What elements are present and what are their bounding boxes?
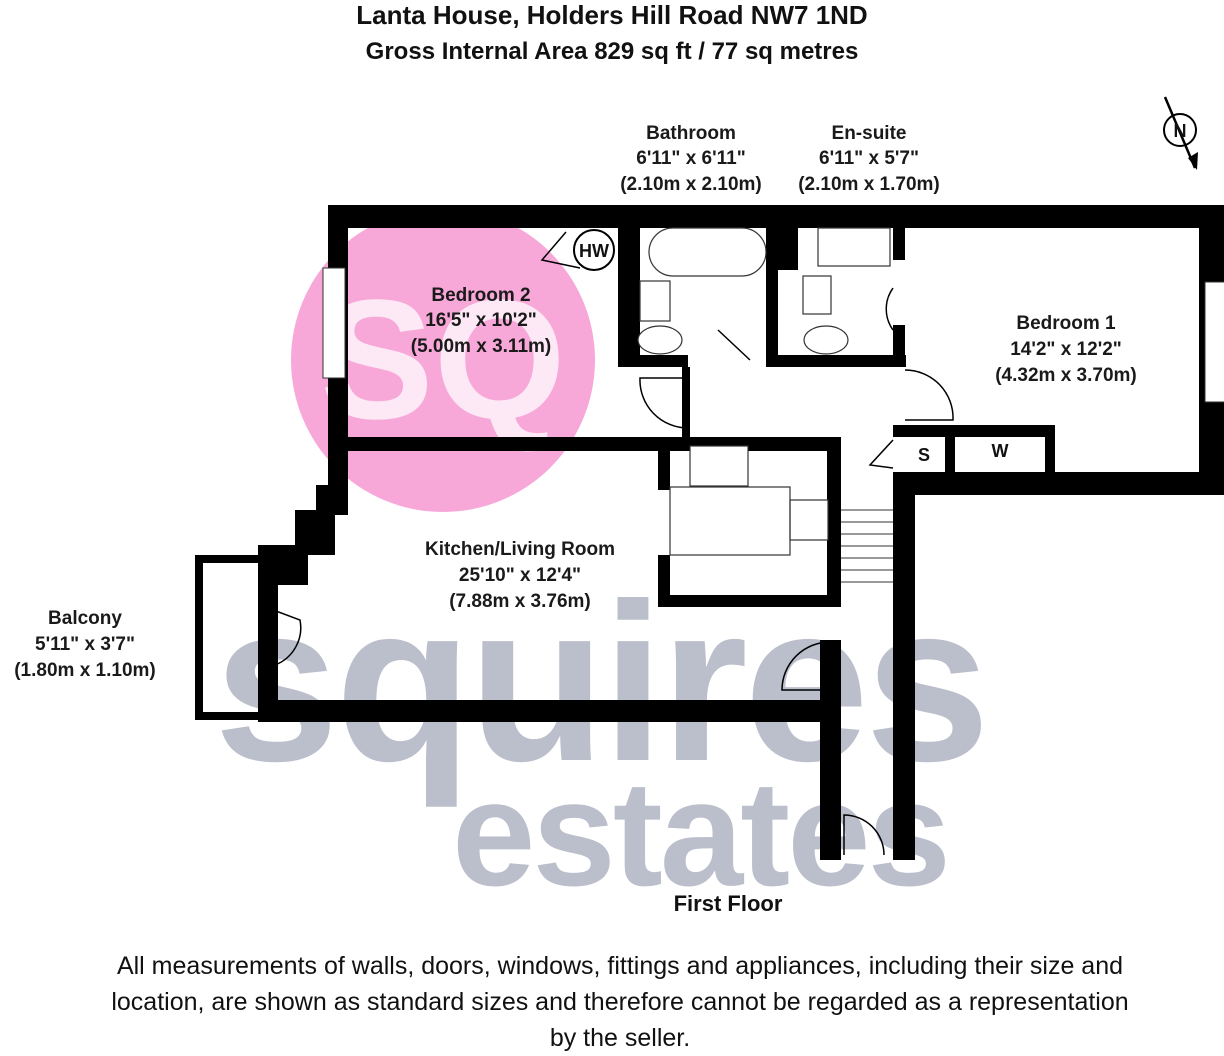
svg-text:16'5" x 10'2": 16'5" x 10'2" xyxy=(425,310,537,331)
wall-kitchen-inner xyxy=(658,440,670,490)
wall-unit-bottom xyxy=(658,595,833,607)
bath-toilet xyxy=(637,325,683,355)
hw-label: HW xyxy=(579,241,609,261)
compass-letter: N xyxy=(1174,121,1187,141)
door-ensuite xyxy=(885,287,894,331)
svg-text:Bedroom 2: Bedroom 2 xyxy=(431,285,530,306)
door-bathroom xyxy=(717,329,751,361)
svg-text:Bathroom: Bathroom xyxy=(646,123,736,144)
wall-balcony-bottom xyxy=(195,712,265,720)
wall-kitchen-right-lower xyxy=(820,640,841,710)
floor-label: First Floor xyxy=(673,891,783,916)
compass: N xyxy=(1163,96,1198,170)
door-balcony xyxy=(259,604,302,666)
window-bed1 xyxy=(1204,281,1224,403)
shower-tray xyxy=(817,227,891,267)
doors xyxy=(259,231,954,856)
label-balcony: Balcony 5'11" x 3'7" (1.80m x 1.10m) xyxy=(14,608,156,681)
label-bedroom-1: Bedroom 1 14'2" x 12'2" (4.32m x 3.70m) xyxy=(995,313,1137,386)
svg-text:(2.10m x 1.70m): (2.10m x 1.70m) xyxy=(798,174,940,195)
watermark-brand: squires estates xyxy=(214,556,990,917)
window-bed2 xyxy=(322,267,346,379)
page-title: Lanta House, Holders Hill Road NW7 1ND xyxy=(356,0,868,30)
wall-wardrobe-right xyxy=(1045,425,1055,475)
svg-text:Kitchen/Living Room: Kitchen/Living Room xyxy=(425,539,615,560)
wall-bath-bottom-left xyxy=(618,355,688,367)
svg-text:5'11" x 3'7": 5'11" x 3'7" xyxy=(35,634,135,655)
hot-water-cylinder xyxy=(573,229,615,271)
label-kitchen-living: Kitchen/Living Room 25'10" x 12'4" (7.88… xyxy=(425,539,615,612)
wall-ensuite-left-top xyxy=(778,210,798,270)
wall-bottom xyxy=(258,700,838,722)
svg-text:(1.80m x 1.10m): (1.80m x 1.10m) xyxy=(14,660,156,681)
brand-text: squires xyxy=(214,556,986,808)
svg-text:6'11" x 6'11": 6'11" x 6'11" xyxy=(636,148,745,169)
wall-balcony-top xyxy=(195,555,265,563)
ensuite-toilet xyxy=(803,325,849,355)
wardrobe-label: W xyxy=(992,441,1009,461)
label-ensuite: En-suite 6'11" x 5'7" (2.10m x 1.70m) xyxy=(798,123,940,195)
wall-bed2-right xyxy=(682,367,690,437)
ensuite-basin xyxy=(802,275,832,315)
wall-unit xyxy=(658,555,670,605)
wall-ensuite-right-top xyxy=(893,210,905,260)
svg-text:(4.32m x 3.70m): (4.32m x 3.70m) xyxy=(995,365,1137,386)
hob xyxy=(789,499,829,541)
wall-bed1-bottom xyxy=(893,472,1224,495)
bath-basin xyxy=(639,280,671,322)
door-entrance xyxy=(781,641,831,691)
wall-bath-left xyxy=(618,210,640,360)
wall-corridor-right xyxy=(893,472,915,860)
label-bedroom-2: Bedroom 2 16'5" x 10'2" (5.00m x 3.11m) xyxy=(411,285,551,357)
wall-ensuite-right-low xyxy=(893,325,905,365)
room-labels: Bathroom 6'11" x 6'11" (2.10m x 2.10m) E… xyxy=(14,123,1137,681)
kitchen-counter xyxy=(669,486,791,556)
kitchen-sink xyxy=(689,445,749,487)
disclaimer-text: All measurements of walls, doors, window… xyxy=(111,952,1129,1052)
wall-bed2-bottom xyxy=(335,437,840,451)
door-hw xyxy=(540,231,581,269)
door-bed1 xyxy=(904,369,954,421)
svg-text:25'10" x 12'4": 25'10" x 12'4" xyxy=(459,565,581,586)
wall-storage-top xyxy=(893,425,1053,437)
svg-text:6'11" x 5'7": 6'11" x 5'7" xyxy=(819,148,919,169)
svg-text:Balcony: Balcony xyxy=(48,608,122,629)
door-corridor xyxy=(843,814,885,856)
svg-text:(7.88m x 3.76m): (7.88m x 3.76m) xyxy=(449,591,591,612)
logo-circle xyxy=(291,208,595,512)
svg-text:14'2" x 12'2": 14'2" x 12'2" xyxy=(1010,339,1122,360)
brand-sub-text: estates xyxy=(452,749,948,917)
logo-text: SQ xyxy=(320,265,566,455)
watermark-logo: SQ xyxy=(291,208,595,512)
storage-label: S xyxy=(918,445,930,465)
wall-storage-mid xyxy=(945,425,955,475)
door-bed2 xyxy=(639,377,689,429)
svg-text:Bedroom 1: Bedroom 1 xyxy=(1016,313,1116,334)
wall-kitchen-right xyxy=(827,437,841,607)
wall-bath-right xyxy=(766,210,778,365)
windows xyxy=(322,267,1224,403)
page-subtitle: Gross Internal Area 829 sq ft / 77 sq me… xyxy=(365,38,859,65)
svg-text:(2.10m x 2.10m): (2.10m x 2.10m) xyxy=(620,174,762,195)
bathtub xyxy=(648,227,767,277)
wall-kitchen-left xyxy=(258,580,278,710)
label-bathroom: Bathroom 6'11" x 6'11" (2.10m x 2.10m) xyxy=(620,123,762,195)
svg-text:En-suite: En-suite xyxy=(832,123,907,144)
stairs xyxy=(841,509,893,583)
wall-balcony-left xyxy=(195,555,203,720)
wall-corridor-left xyxy=(820,700,841,860)
svg-text:(5.00m x 3.11m): (5.00m x 3.11m) xyxy=(411,336,551,357)
fixtures xyxy=(637,227,891,556)
wall-step-3 xyxy=(258,545,308,585)
wall-ensuite-bottom xyxy=(766,355,906,367)
door-storage xyxy=(868,439,894,469)
